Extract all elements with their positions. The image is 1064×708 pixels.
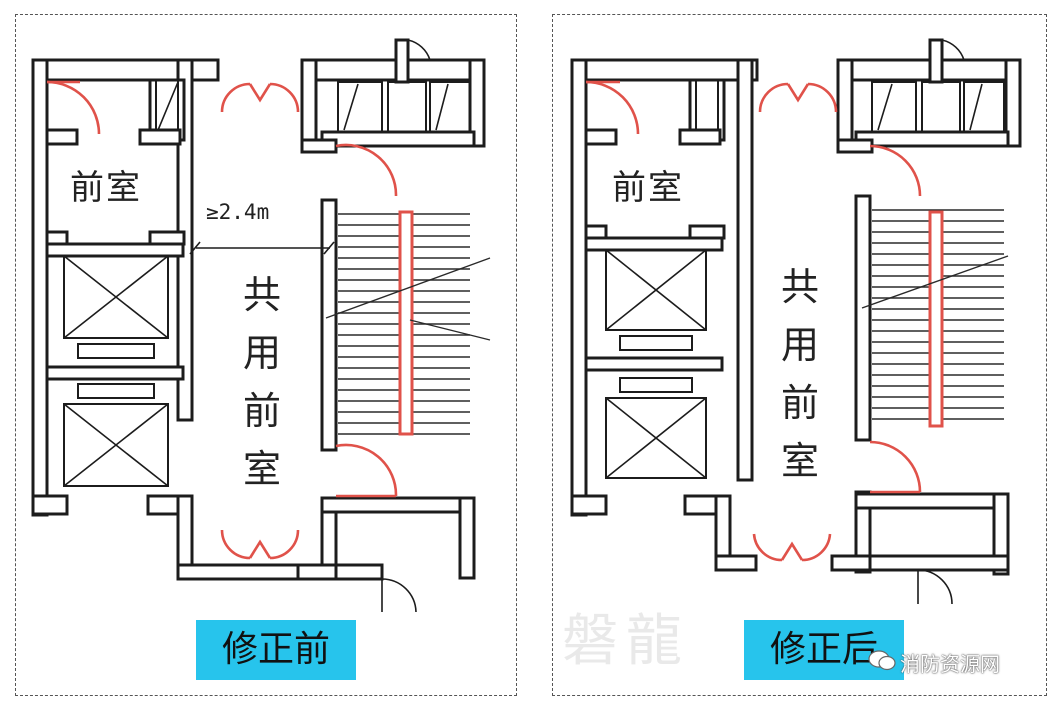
shared-front-room-label: 共用前室 bbox=[242, 273, 281, 491]
front-room-label: 前室 bbox=[70, 168, 142, 208]
front-room-label: 前室 bbox=[612, 168, 684, 208]
brand-label: 消防资源网 bbox=[900, 652, 1000, 676]
elevator-icon bbox=[63, 255, 169, 359]
duct-shafts-after bbox=[871, 38, 1005, 133]
watermark: 磐龍 bbox=[562, 609, 690, 674]
staircase-before bbox=[325, 210, 491, 436]
elevator-icon bbox=[605, 377, 707, 479]
elevator-icon bbox=[63, 383, 169, 487]
elevator-icon bbox=[605, 249, 707, 351]
dimension-line bbox=[189, 241, 335, 255]
doors-after bbox=[585, 80, 953, 605]
staircase-after bbox=[861, 209, 1009, 428]
doors-before bbox=[46, 80, 417, 613]
caption-after: 修正后 bbox=[744, 620, 904, 680]
shared-front-room-label: 共用前室 bbox=[780, 265, 819, 483]
dimension-label: ≥2.4m bbox=[206, 200, 270, 224]
walls-after bbox=[570, 58, 1022, 576]
caption-before: 修正前 bbox=[196, 620, 356, 680]
panel-before bbox=[15, 14, 517, 696]
wechat-icon bbox=[868, 650, 896, 671]
panel-after bbox=[552, 14, 1047, 696]
walls-before bbox=[31, 58, 486, 581]
duct-shafts-before bbox=[337, 38, 471, 133]
